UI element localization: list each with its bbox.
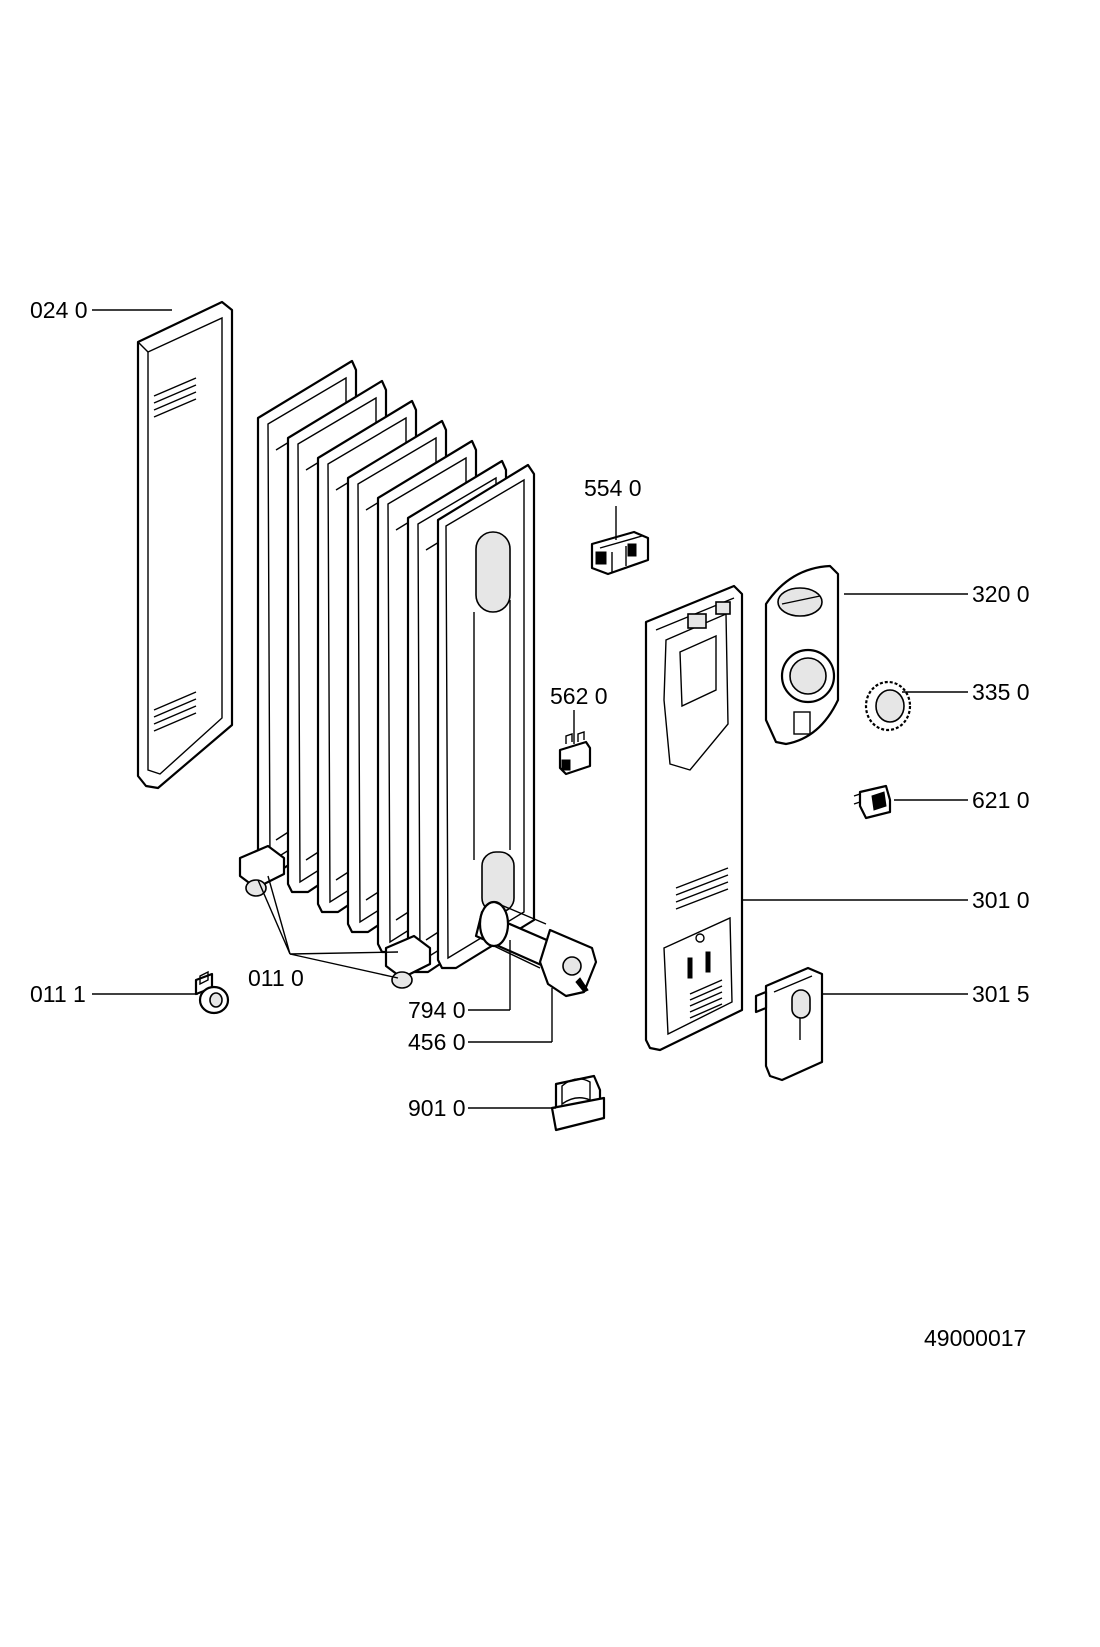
label-621-0: 621 0 [972, 787, 1030, 813]
label-335-0: 335 0 [972, 679, 1030, 705]
cable-cover [754, 966, 824, 1082]
label-794-0: 794 0 [408, 997, 466, 1023]
control-housing [644, 584, 744, 1052]
radiator-fin-block [256, 359, 536, 974]
label-320-0: 320 0 [972, 581, 1030, 607]
heating-element [474, 900, 598, 998]
part-labels: 024 0 554 0 320 0 335 0 562 0 621 0 301 … [30, 297, 1030, 1351]
label-562-0: 562 0 [550, 683, 608, 709]
label-011-1: 011 1 [30, 981, 86, 1007]
caster-wheel [194, 970, 230, 1015]
thermostat-knob [864, 680, 912, 732]
side-cover-panel [136, 300, 234, 790]
thermostat [590, 530, 650, 576]
label-554-0: 554 0 [584, 475, 642, 501]
plug-holder [550, 1074, 606, 1132]
label-301-0: 301 0 [972, 887, 1030, 913]
rocker-switch [853, 784, 892, 820]
label-901-0: 901 0 [408, 1095, 466, 1121]
drawing-number: 49000017 [924, 1325, 1026, 1351]
switch-clip [558, 731, 592, 776]
label-301-5: 301 5 [972, 981, 1030, 1007]
radiator-fin-front [436, 463, 536, 970]
label-456-0: 456 0 [408, 1029, 466, 1055]
label-024-0: 024 0 [30, 297, 88, 323]
label-011-0: 011 0 [248, 965, 304, 991]
leader-lines [92, 309, 968, 1109]
radiator-wheels [238, 844, 432, 989]
control-panel-cover [764, 564, 840, 746]
